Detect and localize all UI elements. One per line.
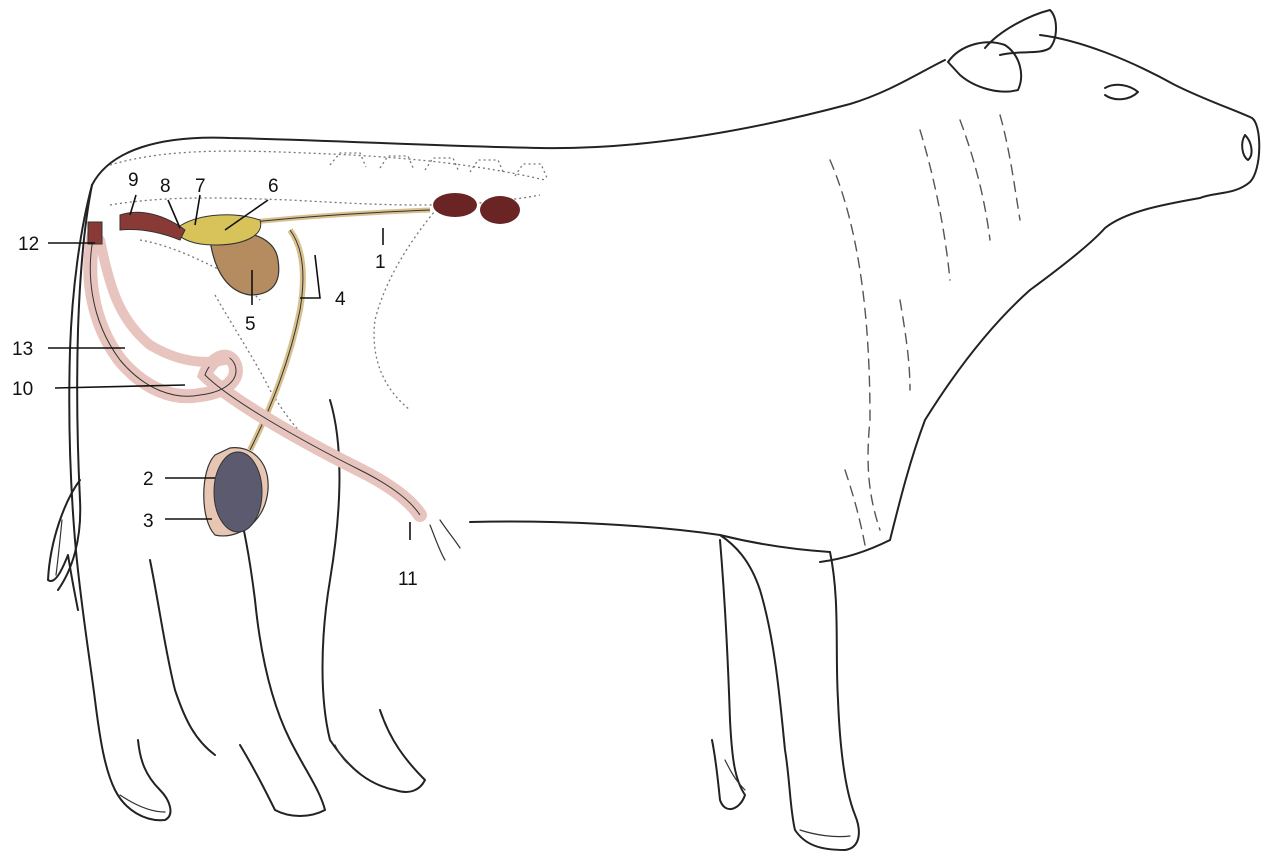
label-3: 3 — [143, 511, 154, 532]
label-9: 9 — [128, 170, 139, 191]
testis — [214, 452, 262, 532]
label-12: 12 — [18, 234, 39, 255]
label-11: 11 — [398, 569, 418, 590]
label-13: 13 — [12, 339, 33, 360]
label-6: 6 — [268, 176, 279, 197]
kidney-far — [480, 196, 520, 224]
label-1: 1 — [375, 252, 386, 273]
label-2: 2 — [143, 469, 154, 490]
penis-root — [88, 222, 102, 244]
bull-outline — [48, 10, 1259, 850]
label-10: 10 — [12, 379, 33, 400]
label-4: 4 — [335, 289, 346, 310]
label-7: 7 — [195, 176, 206, 197]
kidney — [433, 193, 477, 217]
label-5: 5 — [245, 314, 256, 335]
label-8: 8 — [160, 176, 171, 197]
skeleton — [110, 151, 547, 450]
